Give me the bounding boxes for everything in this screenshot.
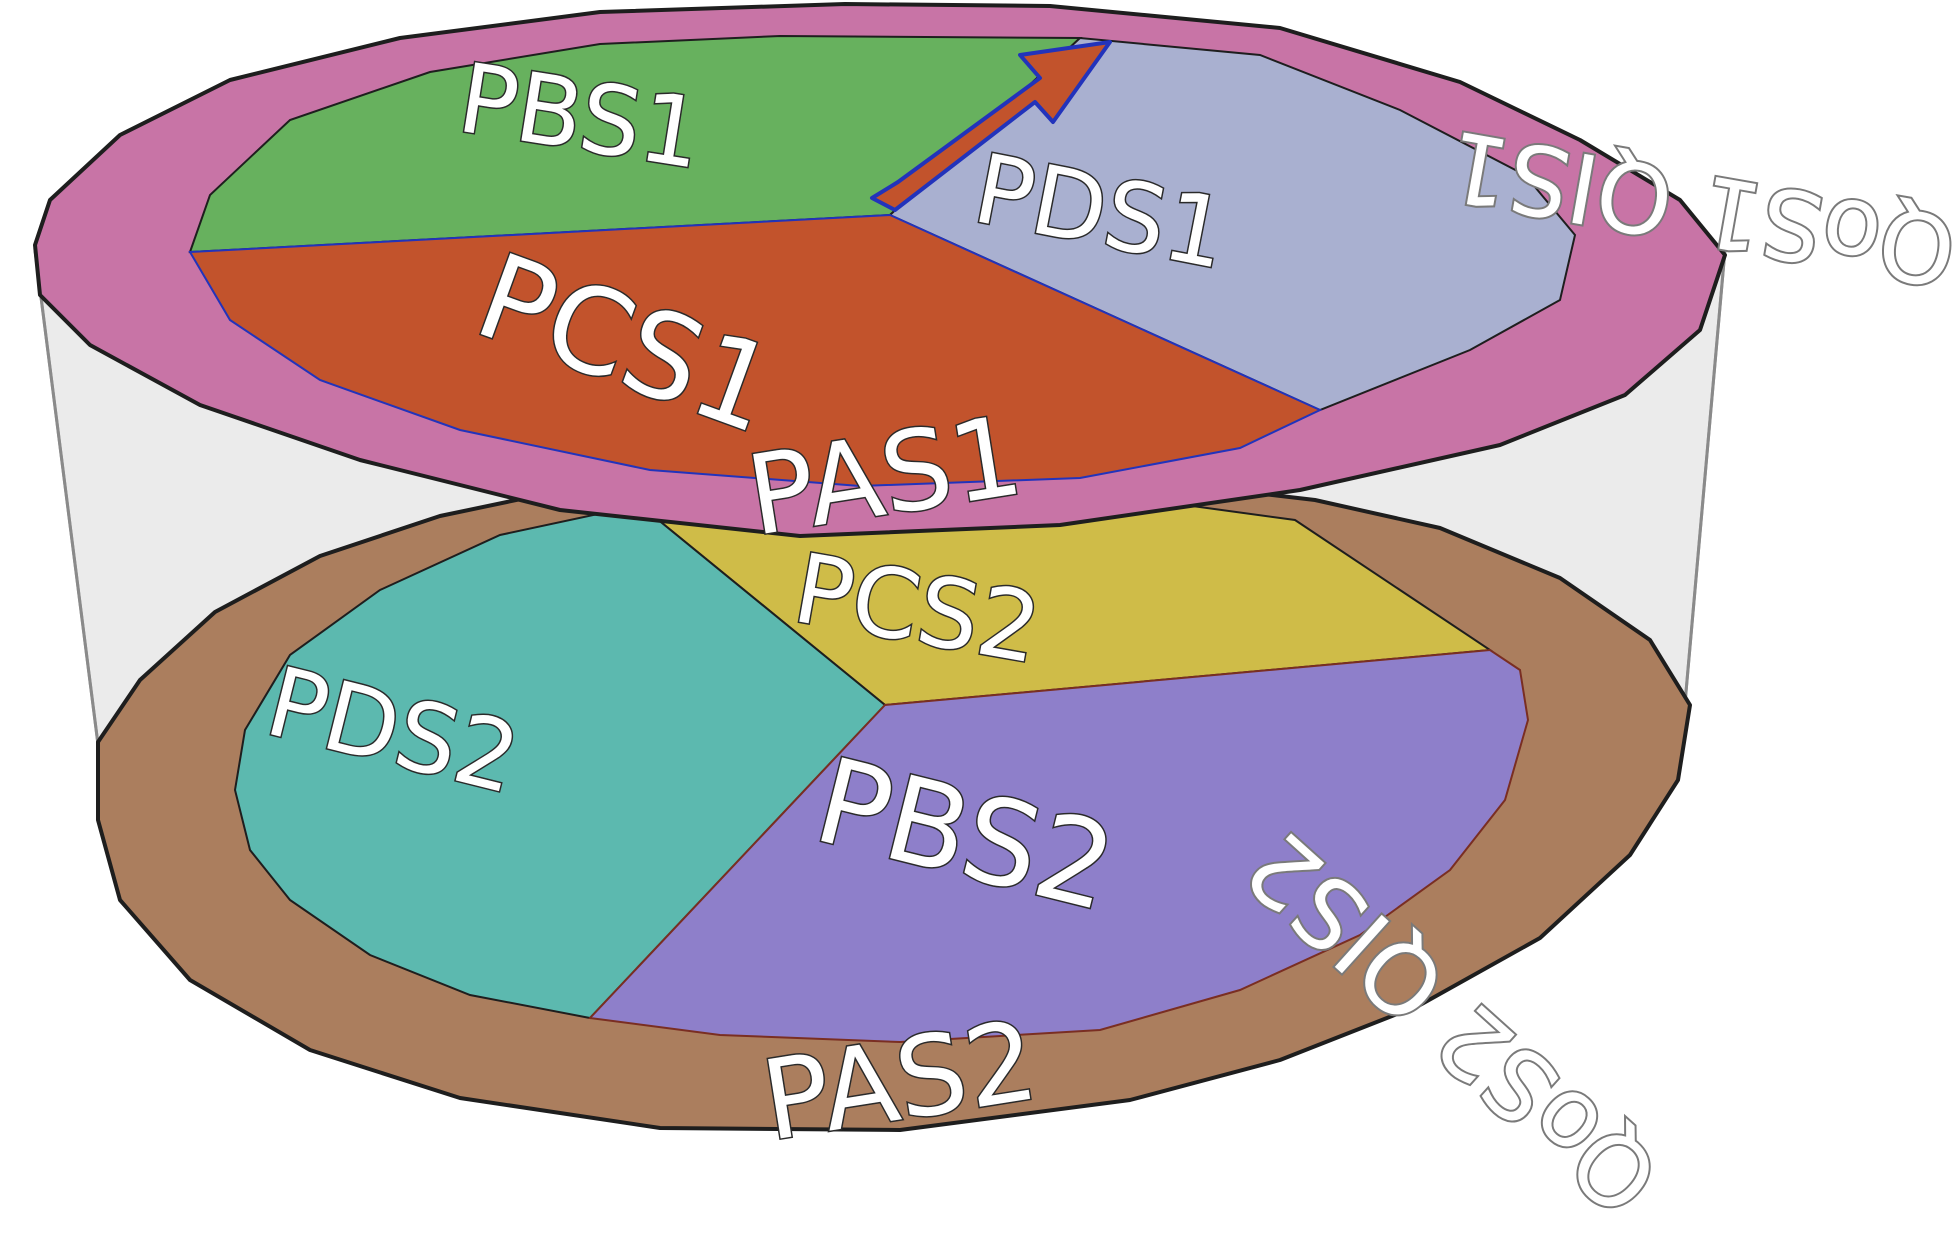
cylinder-wall-right-edge (1678, 249, 1727, 761)
sector-pbs2 (587, 648, 1530, 1044)
bottom-layer: PCS2 PDS2 PBS2 PAS2 (96, 484, 1692, 1167)
top-layer: PBS1 PDS1 PCS1 PAS1 (33, 2, 1727, 562)
sector-pds1 (888, 36, 1577, 412)
label-pas2: PAS2 (754, 996, 1045, 1165)
cylinder-wall-left-edge (33, 249, 102, 761)
rotation-arrow (870, 40, 1112, 212)
sector-pcs1 (188, 213, 1323, 488)
